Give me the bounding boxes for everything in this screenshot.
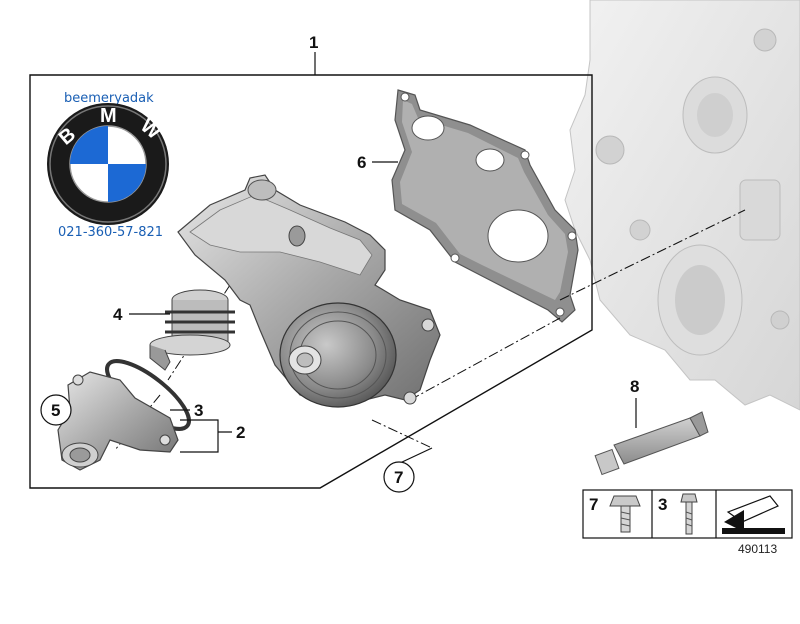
- callout-8: 8: [630, 377, 639, 396]
- logo-letter-m: M: [100, 105, 117, 127]
- water-pump-icon: [177, 174, 441, 408]
- sealant-tube-icon: [594, 411, 709, 476]
- callout-5-circle: [40, 394, 72, 426]
- flange-bolt-icon: [609, 495, 641, 533]
- callout-leader-2: [180, 419, 232, 453]
- callout-7-circle: [383, 461, 415, 493]
- engine-block-icon: [564, 0, 800, 411]
- callout-5: 5: [51, 401, 60, 420]
- thermostat-icon: [149, 289, 235, 371]
- callout-3: 3: [194, 401, 203, 420]
- callout-1: 1: [309, 33, 318, 52]
- watermark-phone: 021-360-57-821: [58, 225, 163, 240]
- mounting-direction-icon: [722, 495, 785, 534]
- legend-label-7: 7: [589, 495, 598, 514]
- assembly-frame: [29, 74, 593, 489]
- watermark-name: beemeryadak: [64, 91, 154, 106]
- pump-gasket-icon: [391, 89, 579, 323]
- callout-4: 4: [113, 305, 123, 324]
- legend-box: 7 3: [582, 489, 793, 539]
- callout-2: 2: [236, 423, 245, 442]
- callout-6: 6: [357, 153, 366, 172]
- callout-7: 7: [394, 468, 403, 487]
- callout-leader-7: [399, 447, 433, 464]
- hex-bolt-icon: [680, 493, 698, 535]
- thermostat-housing-icon: [57, 371, 179, 471]
- legend-label-3: 3: [658, 495, 667, 514]
- bmw-logo: B M W: [47, 103, 169, 225]
- diagram-number: 490113: [738, 542, 777, 556]
